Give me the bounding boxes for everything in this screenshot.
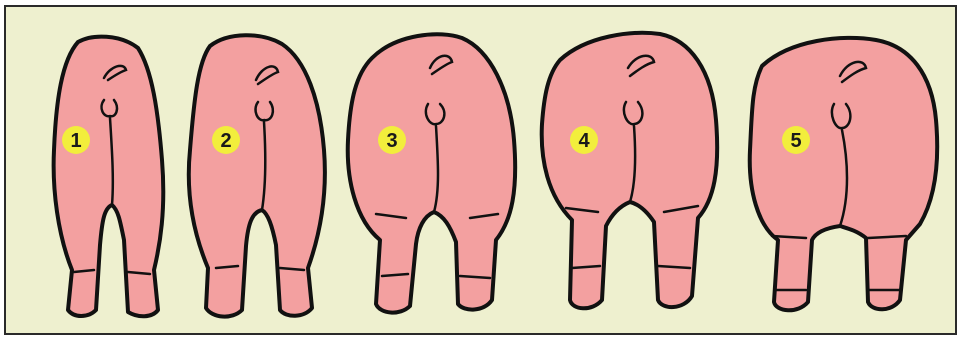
number-label-5: 5: [790, 130, 801, 152]
number-label-2: 2: [220, 130, 231, 152]
number-label-1: 1: [70, 130, 81, 152]
number-label-4: 4: [578, 130, 590, 152]
number-label-3: 3: [386, 130, 397, 152]
